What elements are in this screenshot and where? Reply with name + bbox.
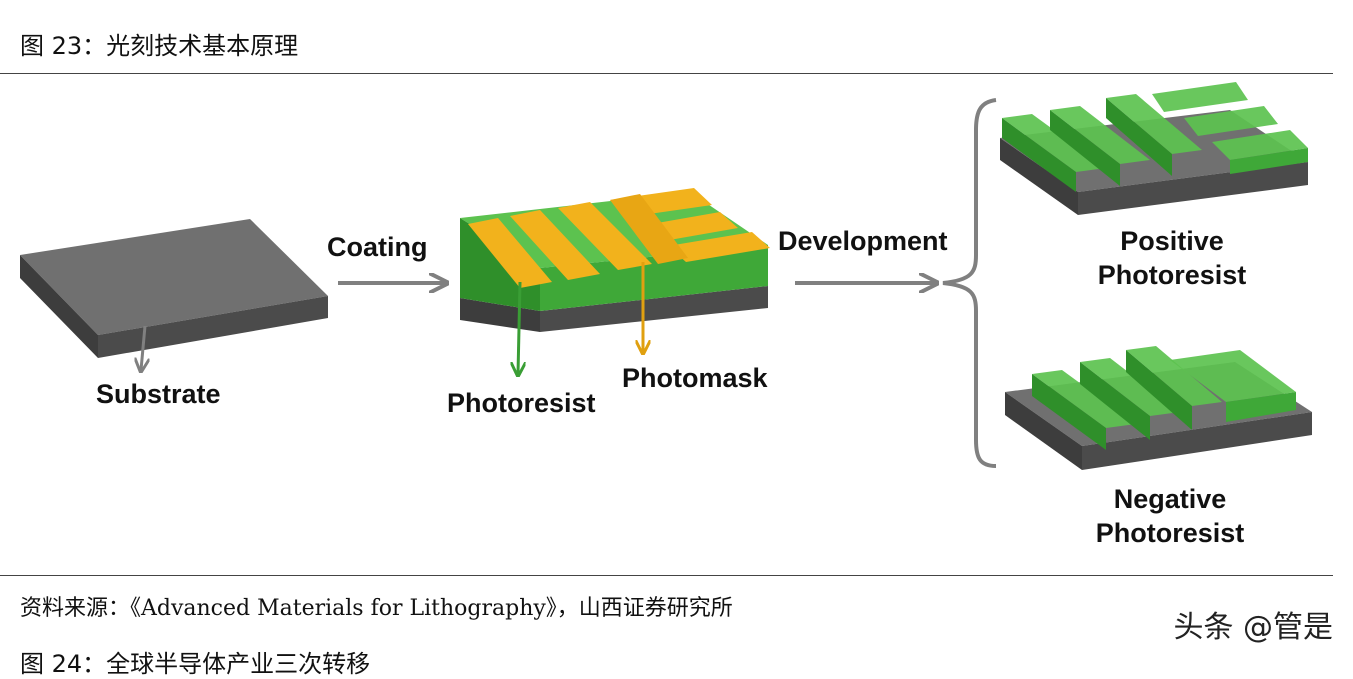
resist-bar xyxy=(1126,346,1222,406)
mask-bar xyxy=(468,218,552,288)
development-label: Development xyxy=(778,226,948,256)
top-rule xyxy=(0,73,1333,74)
watermark: 头条 @管是 xyxy=(1173,610,1333,645)
substrate-label: Substrate xyxy=(96,379,221,409)
positive-result xyxy=(1000,82,1308,215)
results-brace xyxy=(942,98,997,468)
resist-block xyxy=(1170,350,1296,402)
next-figure-caption: 图 24：全球半导体产业三次转移 xyxy=(20,650,371,678)
substrate-slab xyxy=(20,219,328,358)
source-note: 资料来源：《Advanced Materials for Lithography… xyxy=(20,596,733,621)
lithography-diagram: Substrate Coating Photoresist Photomask … xyxy=(20,82,1312,548)
resist-bar xyxy=(1184,106,1278,136)
positive-label-line1: Positive xyxy=(1120,226,1224,256)
photomask xyxy=(468,188,770,288)
resist-bar xyxy=(1152,82,1248,112)
photoresist-pointer-arrow xyxy=(518,281,520,374)
photomask-label: Photomask xyxy=(622,363,769,393)
figure-title: 图 23：光刻技术基本原理 xyxy=(20,32,299,60)
positive-label-line2: Photoresist xyxy=(1098,260,1247,290)
mask-spine xyxy=(610,194,688,264)
coating-label: Coating xyxy=(327,232,428,262)
mask-bar xyxy=(510,210,600,280)
negative-label-line2: Photoresist xyxy=(1096,518,1245,548)
resist-bar xyxy=(1002,114,1106,172)
resist-bar xyxy=(1032,370,1136,428)
negative-result xyxy=(1005,346,1312,470)
mask-bar xyxy=(668,232,770,262)
negative-label-line1: Negative xyxy=(1114,484,1227,514)
resist-bar xyxy=(1106,94,1202,154)
mask-bar xyxy=(558,202,652,270)
resist-bar xyxy=(1080,358,1180,416)
photoresist-label: Photoresist xyxy=(447,388,596,418)
resist-bar xyxy=(1212,130,1308,160)
resist-bar xyxy=(1050,106,1150,164)
bottom-rule xyxy=(0,575,1333,576)
substrate-pointer-arrow xyxy=(141,325,145,370)
